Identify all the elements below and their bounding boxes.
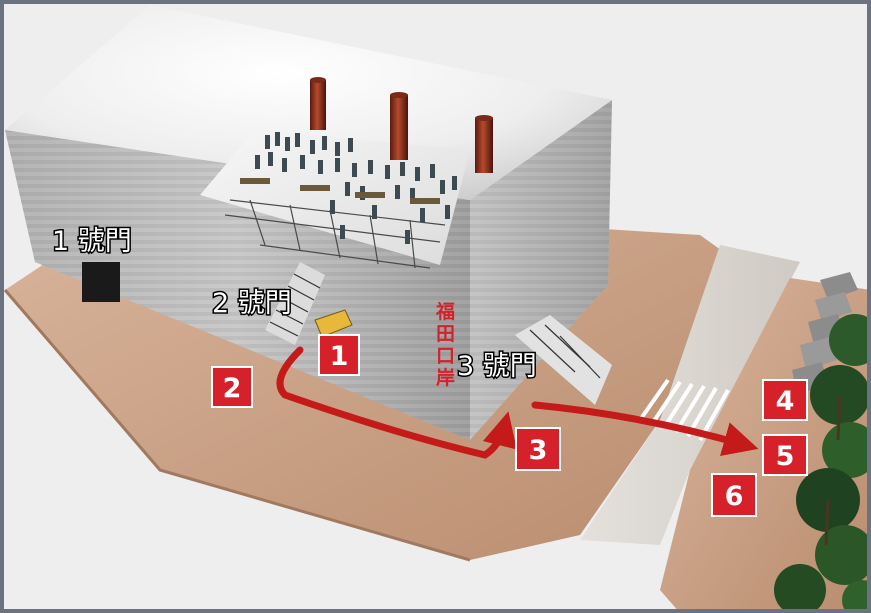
route-arrow-to-gate3: [276, 346, 517, 459]
trees: [774, 314, 871, 613]
gate2-stair: [265, 262, 325, 345]
queue-lanes: [224, 199, 446, 269]
marker-5: 5: [762, 434, 808, 476]
marker-2: 2: [211, 366, 253, 408]
gate1-door: [82, 262, 120, 302]
gate1-label: 1 號門: [52, 226, 132, 257]
marker-4-text: 4: [776, 386, 795, 417]
inspection-device: [314, 309, 353, 338]
marker-5-text: 5: [776, 441, 795, 472]
building-sign: 福 田 口 岸: [435, 300, 455, 389]
marker-1-text: 1: [330, 341, 349, 372]
chimneys: [310, 77, 493, 173]
sign-char-2: 田: [436, 323, 455, 345]
gate3-stair: [515, 315, 612, 405]
marker-2-text: 2: [223, 373, 242, 404]
marker-6-text: 6: [725, 481, 744, 512]
gate2-label: 2 號門: [212, 288, 292, 319]
route-arrow-to-plaza: [531, 401, 759, 457]
marker-6: 6: [711, 473, 757, 517]
marker-3-text: 3: [529, 435, 548, 466]
gate3-label: 3 號門: [457, 351, 537, 382]
plaza-curb: [3, 289, 471, 562]
marker-4: 4: [762, 379, 808, 421]
sign-char-4: 岸: [436, 367, 455, 389]
marker-1: 1: [318, 334, 360, 376]
sign-char-3: 口: [436, 345, 455, 367]
walkway: [580, 245, 800, 545]
sign-char-1: 福: [435, 300, 455, 323]
marker-3: 3: [515, 427, 561, 471]
counters: [240, 178, 440, 204]
